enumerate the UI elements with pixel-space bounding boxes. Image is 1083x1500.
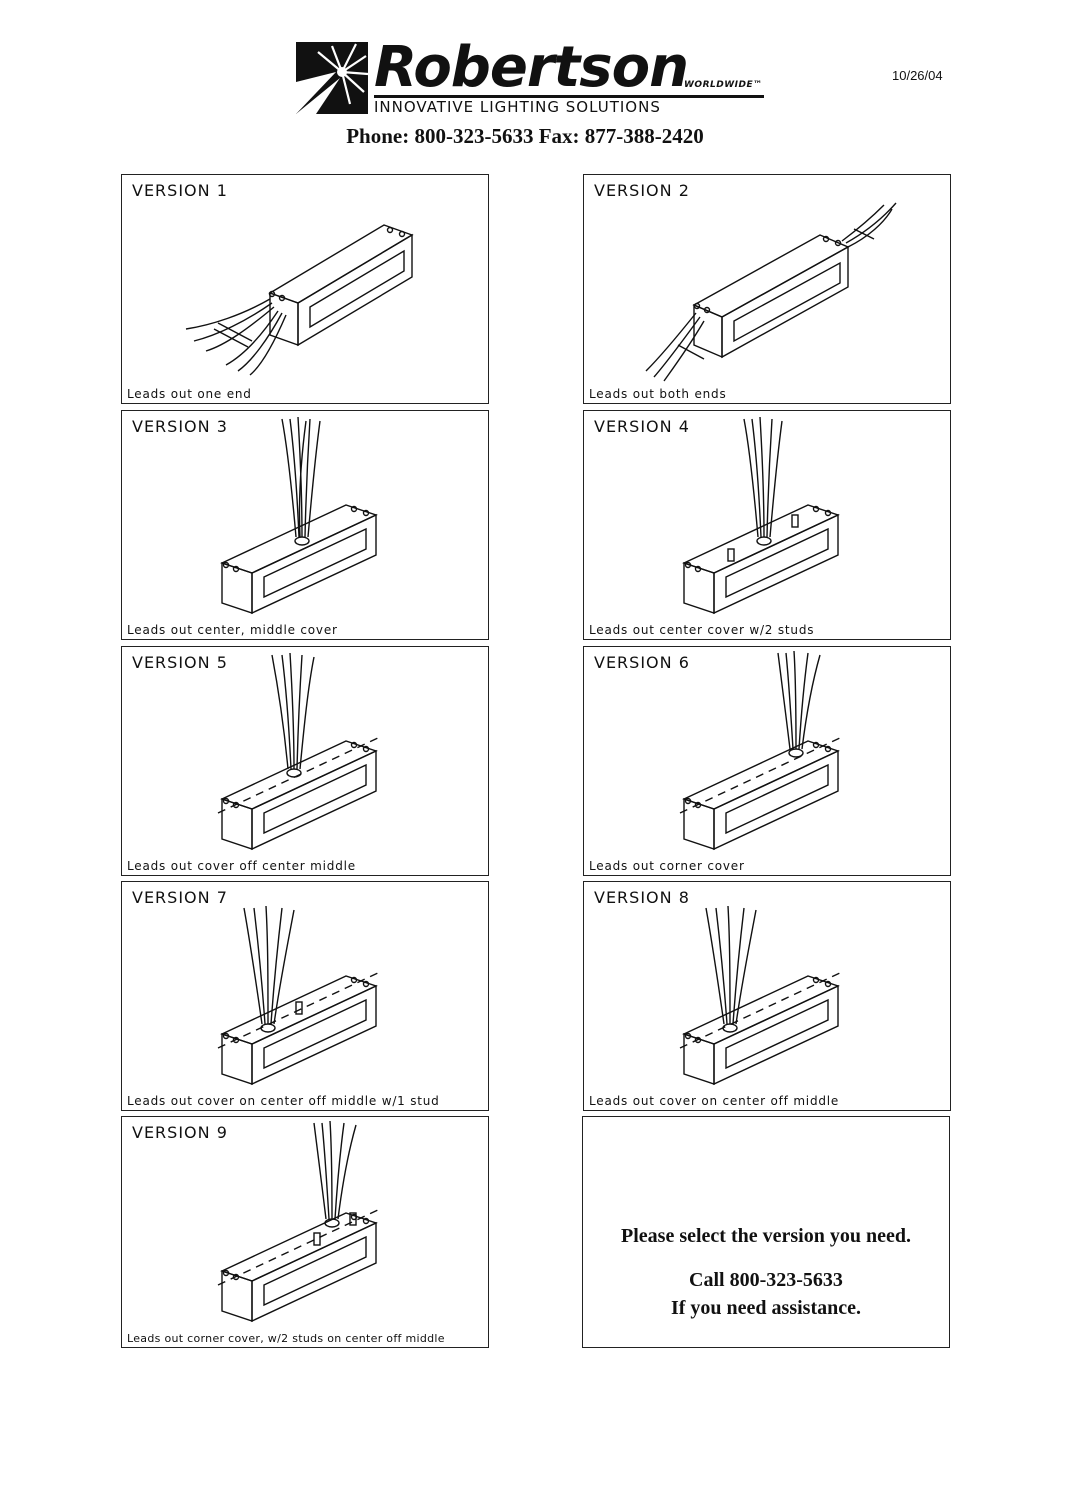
ballast-drawing <box>220 416 378 615</box>
version-title: VERSION 5 <box>132 653 228 672</box>
version-caption: Leads out both ends <box>589 387 727 401</box>
version-title: VERSION 3 <box>132 417 228 436</box>
version-title: VERSION 6 <box>594 653 690 672</box>
ballast-drawing <box>679 905 843 1086</box>
ballast-drawing <box>217 905 381 1086</box>
version-panel-3[interactable]: VERSION 3 Leads out center, middle cover <box>121 410 489 640</box>
assistance-box: Please select the version you need. Call… <box>582 1116 950 1348</box>
brand-tagline: INNOVATIVE LIGHTING SOLUTIONS <box>374 98 661 116</box>
version-caption: Leads out cover off center middle <box>127 859 356 873</box>
starburst-logo-icon <box>296 42 368 114</box>
version-title: VERSION 7 <box>132 888 228 907</box>
ballast-drawing <box>217 652 381 851</box>
version-caption: Leads out center, middle cover <box>127 623 338 637</box>
document-date: 10/26/04 <box>892 68 943 83</box>
version-caption: Leads out corner cover, w/2 studs on cen… <box>127 1332 445 1345</box>
version-caption: Leads out corner cover <box>589 859 745 873</box>
version-panel-4[interactable]: VERSION 4 Leads out center cover w/2 stu… <box>583 410 951 640</box>
brand-suffix: WORLDWIDE™ <box>684 80 763 90</box>
version-caption: Leads out one end <box>127 387 252 401</box>
version-panel-6[interactable]: VERSION 6 Leads out corner cover <box>583 646 951 876</box>
version-caption: Leads out center cover w/2 studs <box>589 623 815 637</box>
version-panel-5[interactable]: VERSION 5 Leads out cover off center mid… <box>121 646 489 876</box>
contact-line: Phone: 800-323-5633 Fax: 877-388-2420 <box>346 124 704 148</box>
version-title: VERSION 2 <box>594 181 690 200</box>
version-caption: Leads out cover on center off middle <box>589 1094 840 1108</box>
version-panel-2[interactable]: VERSION 2 Leads out both ends <box>583 174 951 404</box>
brand-name: Robertson <box>374 35 689 100</box>
version-title: VERSION 8 <box>594 888 690 907</box>
select-version-instruction: Please select the version you need. <box>621 1225 911 1247</box>
ballast-drawing <box>217 1120 381 1323</box>
ballast-drawing <box>185 224 414 376</box>
robertson-logo: Robertson WORLDWIDE™ INNOVATIVE LIGHTING… <box>296 36 776 116</box>
version-panel-8[interactable]: VERSION 8 Leads out cover on center off … <box>583 881 951 1111</box>
version-panel-9[interactable]: VERSION 9 Leads out corner cover, w/2 st… <box>121 1116 489 1348</box>
version-panel-7[interactable]: VERSION 7 Leads out cover on center off … <box>121 881 489 1111</box>
version-caption: Leads out cover on center off middle w/1… <box>127 1094 440 1108</box>
ballast-drawing <box>679 650 843 851</box>
call-number: Call 800-323-5633 <box>689 1269 843 1291</box>
version-panel-1[interactable]: VERSION 1 Leads out one end <box>121 174 489 404</box>
ballast-drawing <box>645 202 897 382</box>
version-title: VERSION 9 <box>132 1123 228 1142</box>
ballast-drawing <box>682 416 840 615</box>
logo-divider <box>374 95 764 98</box>
page-header: Robertson WORLDWIDE™ INNOVATIVE LIGHTING… <box>0 0 1083 170</box>
version-title: VERSION 4 <box>594 417 690 436</box>
version-title: VERSION 1 <box>132 181 228 200</box>
assistance-note: If you need assistance. <box>670 1297 861 1319</box>
